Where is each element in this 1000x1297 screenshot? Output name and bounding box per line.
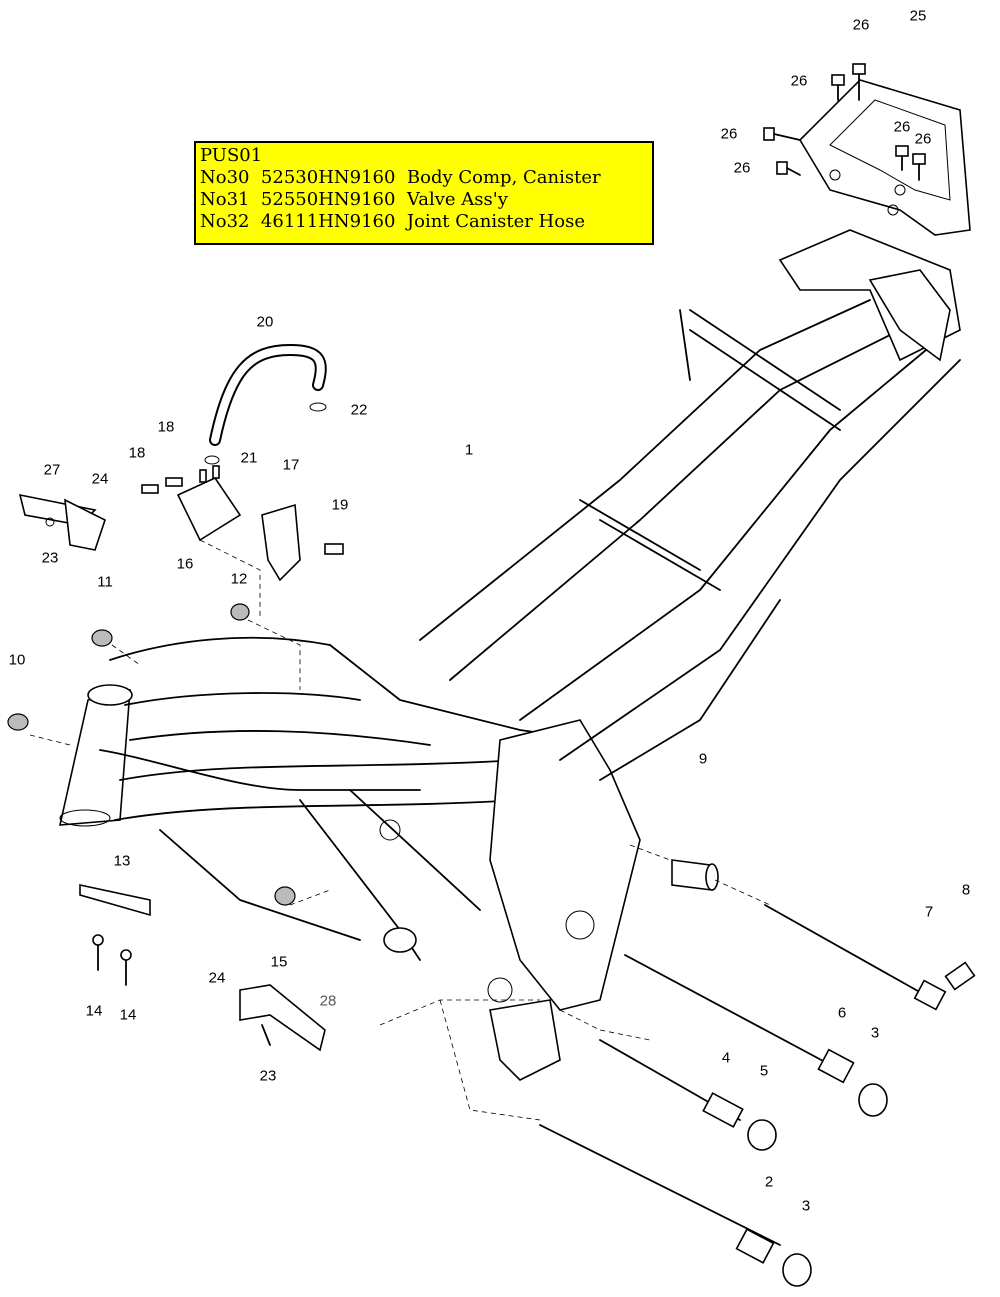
nuts [747, 961, 976, 1287]
bracket-13 [79, 884, 151, 986]
callout-8: 8 [961, 881, 971, 899]
grommets [7, 603, 296, 906]
callout-12: 12 [230, 570, 248, 588]
callout-7: 7 [924, 903, 934, 921]
callout-4: 4 [721, 1049, 731, 1067]
callout-17: 17 [282, 456, 300, 474]
callout-26-left-upper: 26 [790, 72, 808, 90]
callout-14-right: 14 [119, 1006, 137, 1024]
parts-note-box: PUS01 No30 52530HN9160 Body Comp, Canist… [194, 141, 654, 245]
callout-5: 5 [759, 1062, 769, 1080]
callout-3-lower: 3 [801, 1197, 811, 1215]
callout-3-upper: 3 [870, 1024, 880, 1042]
grab-rail [798, 79, 971, 236]
callout-19: 19 [331, 496, 349, 514]
callout-21: 21 [240, 449, 258, 467]
callout-26-left-mid: 26 [720, 125, 738, 143]
callout-11: 11 [97, 573, 113, 591]
callout-24-lower: 24 [208, 969, 226, 987]
callout-26-right-a: 26 [893, 118, 911, 136]
canister [141, 465, 344, 582]
left-bracket [18, 493, 106, 551]
callout-13: 13 [113, 852, 131, 870]
callout-24-upper: 24 [91, 470, 109, 488]
callout-23-lower: 23 [259, 1067, 277, 1085]
through-bolts [539, 904, 947, 1264]
callout-26-top: 26 [852, 16, 870, 34]
callout-28: 28 [319, 992, 337, 1010]
callout-18-upper: 18 [157, 418, 175, 436]
callout-2: 2 [764, 1173, 774, 1191]
lower-bracket [239, 984, 326, 1052]
callout-10: 10 [8, 651, 26, 669]
main-frame [58, 229, 961, 1081]
guide-lines [29, 539, 771, 1121]
collar [671, 859, 719, 891]
canister-hose [204, 343, 327, 465]
note-line-canister: No30 52530HN9160 Body Comp, Canister [200, 167, 601, 188]
callout-1: 1 [464, 441, 474, 459]
callout-14-left: 14 [85, 1002, 103, 1020]
callout-20: 20 [256, 313, 274, 331]
callout-16: 16 [176, 555, 194, 573]
callout-9: 9 [698, 750, 708, 768]
callout-18-lower: 18 [128, 444, 146, 462]
callout-26-left-lower: 26 [733, 159, 751, 177]
callout-23-upper: 23 [41, 549, 59, 567]
note-line-joint-hose: No32 46111HN9160 Joint Canister Hose [200, 211, 585, 232]
callout-26-right-b: 26 [914, 130, 932, 148]
callout-6: 6 [837, 1004, 847, 1022]
note-line-header: PUS01 [200, 145, 263, 166]
callout-15: 15 [270, 953, 288, 971]
note-line-valve: No31 52550HN9160 Valve Ass'y [200, 189, 508, 210]
callout-25: 25 [909, 7, 927, 25]
grab-rail-bolts [763, 63, 926, 181]
callout-22: 22 [350, 401, 368, 419]
callout-27: 27 [43, 461, 61, 479]
